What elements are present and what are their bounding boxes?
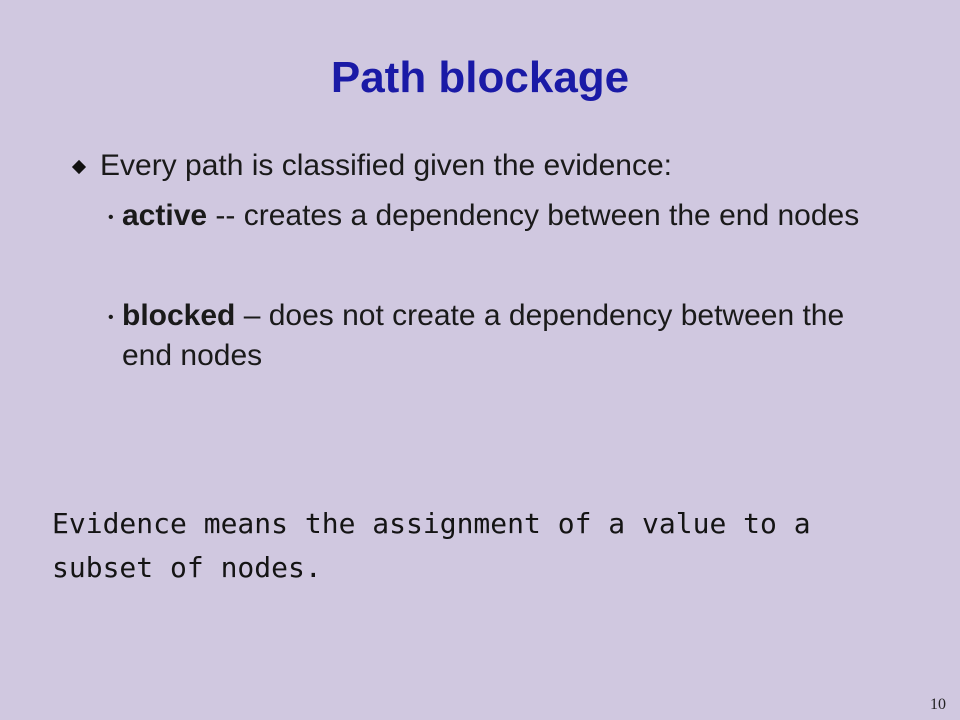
dot-bullet-icon: • (108, 209, 114, 226)
sub-bullet-text: blocked – does not create a dependency b… (122, 296, 862, 376)
bullet-text: Every path is classified given the evide… (100, 149, 672, 182)
page-number: 10 (930, 696, 946, 713)
dot-bullet-icon: • (108, 309, 114, 326)
sub-bullet-term: blocked (122, 299, 236, 332)
sub-bullet-term: active (122, 199, 208, 232)
slide-title: Path blockage (330, 53, 630, 102)
sub-bullet-rest: – does not create a dependency between t… (122, 299, 845, 372)
sub-bullet-text: active -- creates a dependency between t… (122, 196, 862, 236)
sub-bullet-rest: -- creates a dependency between the end … (207, 199, 860, 232)
evidence-note: Evidence means the assignment of a value… (52, 507, 811, 584)
diamond-bullet-icon (71, 159, 87, 175)
